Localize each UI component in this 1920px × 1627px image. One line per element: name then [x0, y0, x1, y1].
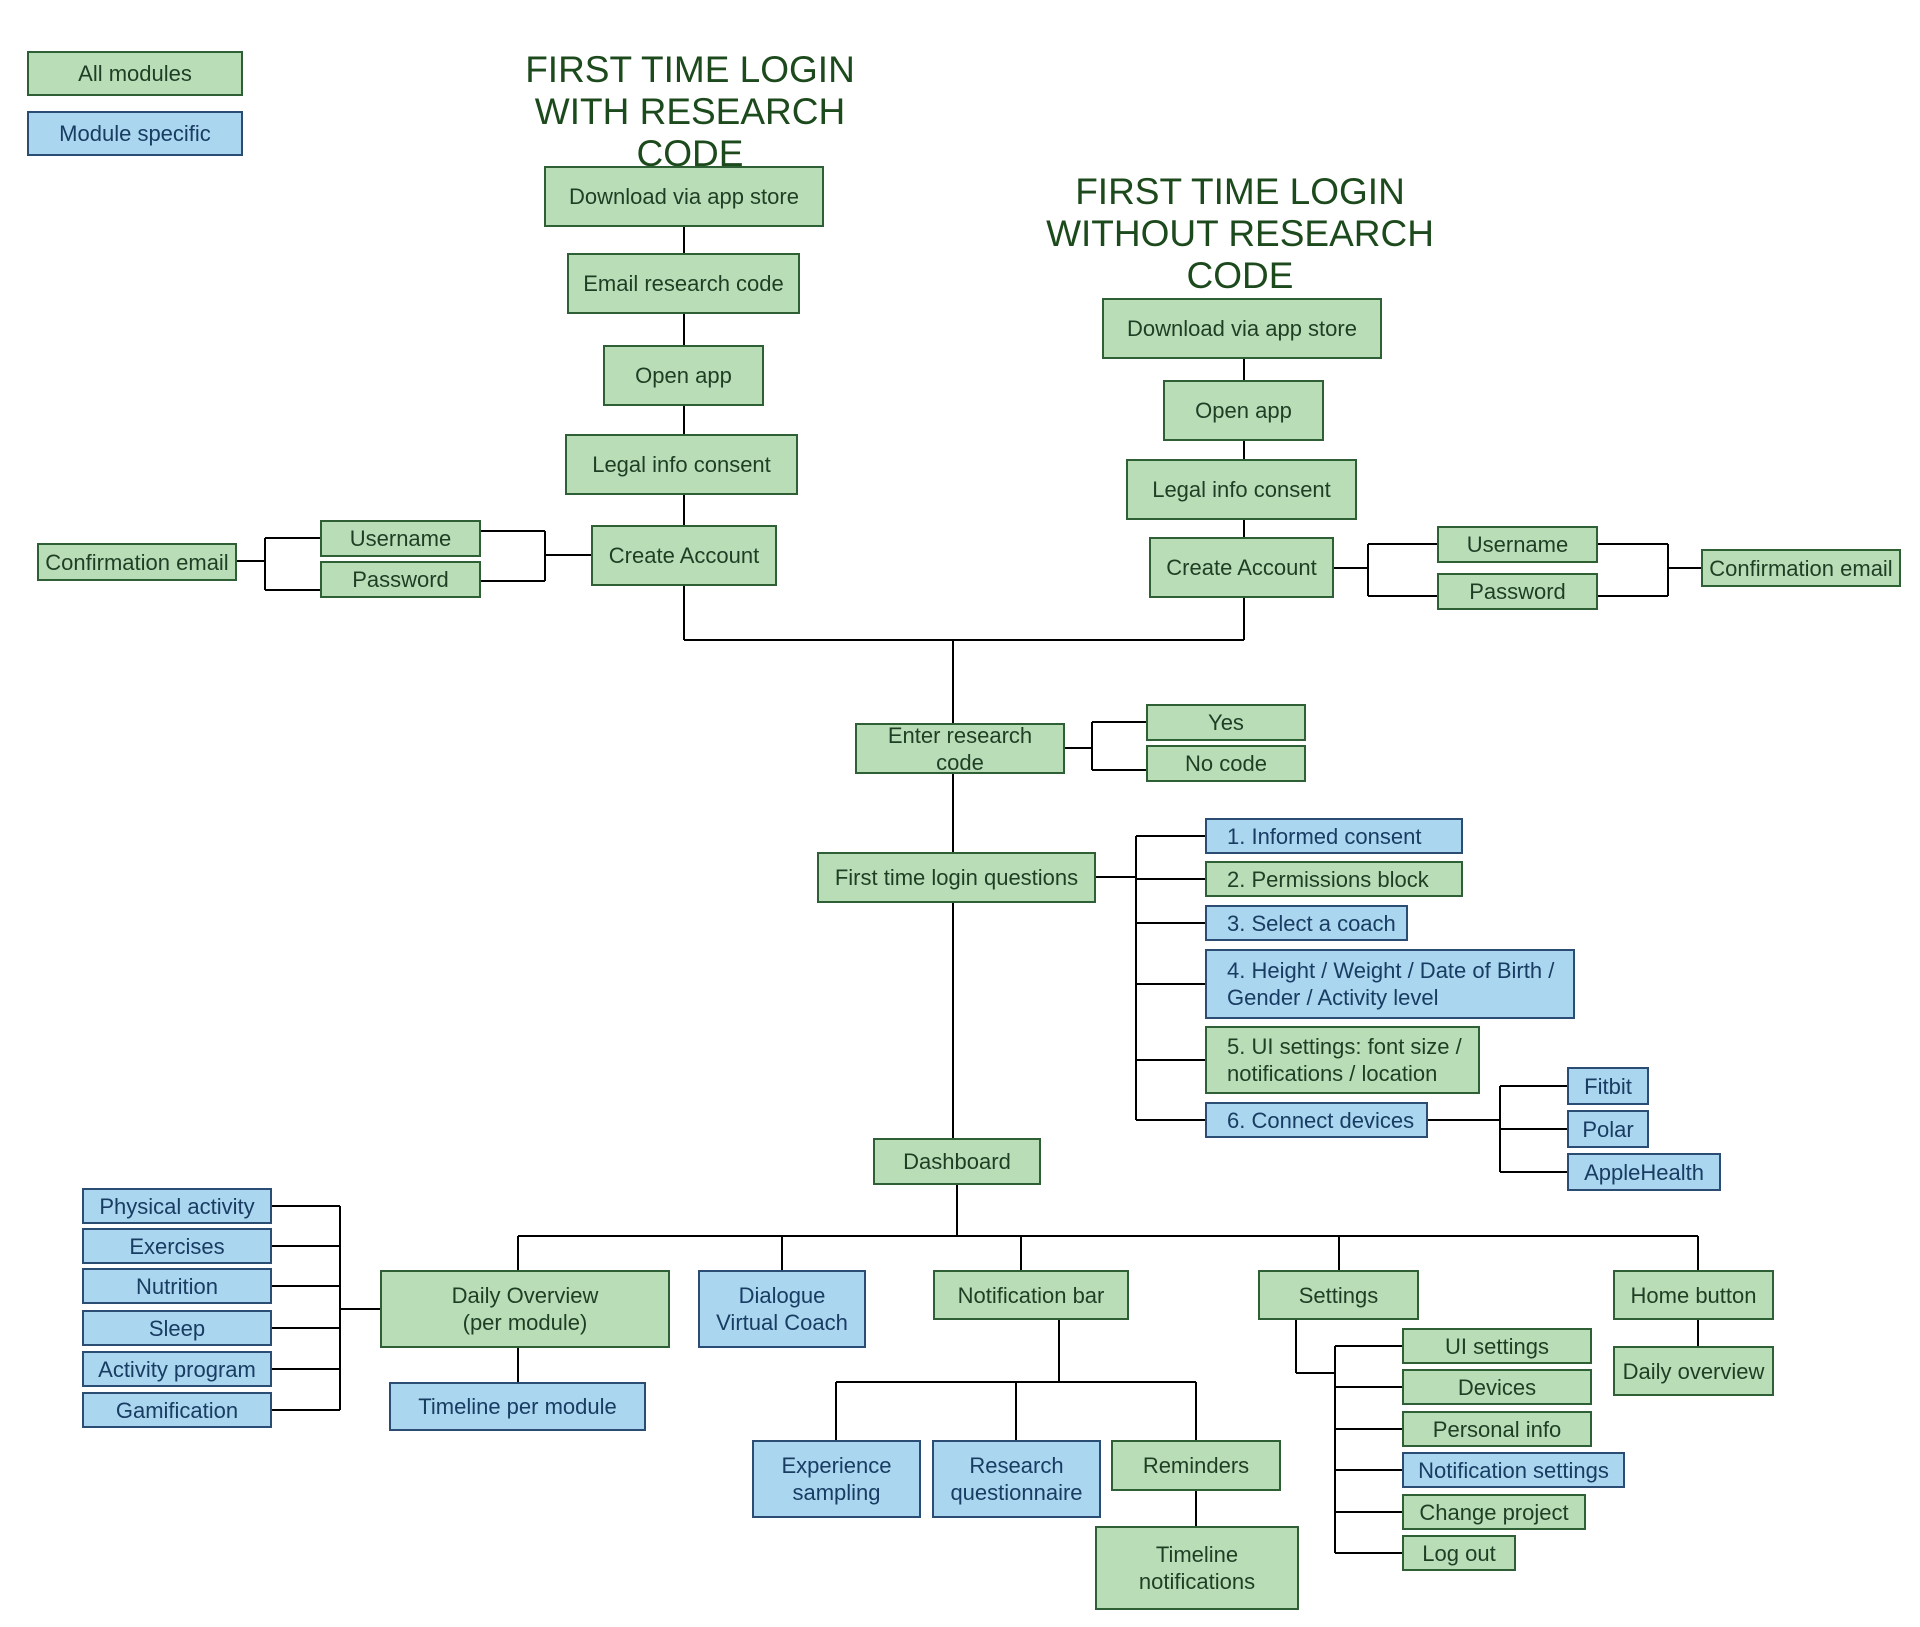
timeline-per-module-box: Timeline per module — [389, 1382, 646, 1431]
daily-overview-box: Daily Overview (per module) — [380, 1270, 670, 1348]
settings-item: Devices — [1402, 1369, 1592, 1405]
module-item: Nutrition — [82, 1268, 272, 1304]
timeline-notifications-box: Timeline notifications — [1095, 1526, 1299, 1610]
wc-username-box: Username — [320, 520, 481, 557]
dashboard-box: Dashboard — [873, 1138, 1041, 1185]
nc-password-box: Password — [1437, 573, 1598, 610]
yes-box: Yes — [1146, 704, 1306, 741]
wc-download-box: Download via app store — [544, 166, 824, 227]
settings-box: Settings — [1258, 1270, 1419, 1320]
settings-item: Personal info — [1402, 1411, 1592, 1447]
question-select-coach: 3. Select a coach — [1205, 905, 1408, 941]
question-ui-settings: 5. UI settings: font size / notification… — [1205, 1026, 1480, 1094]
device-polar: Polar — [1567, 1110, 1649, 1148]
notification-bar-box: Notification bar — [933, 1270, 1129, 1320]
nc-username-box: Username — [1437, 526, 1598, 563]
settings-item: UI settings — [1402, 1328, 1592, 1364]
wc-email-code-box: Email research code — [567, 253, 800, 314]
question-height-weight: 4. Height / Weight / Date of Birth / Gen… — [1205, 949, 1575, 1019]
nc-confirmation-email-box: Confirmation email — [1701, 549, 1901, 587]
settings-item: Log out — [1402, 1535, 1516, 1571]
legend-all-modules: All modules — [27, 51, 243, 96]
question-informed-consent: 1. Informed consent — [1205, 818, 1463, 854]
wc-confirmation-email-box: Confirmation email — [37, 543, 237, 581]
first-login-questions-box: First time login questions — [817, 852, 1096, 903]
module-item: Sleep — [82, 1310, 272, 1346]
question-connect-devices: 6. Connect devices — [1205, 1102, 1428, 1138]
reminders-box: Reminders — [1111, 1440, 1281, 1491]
question-permissions-block: 2. Permissions block — [1205, 861, 1463, 897]
module-item: Activity program — [82, 1351, 272, 1387]
settings-item: Change project — [1402, 1494, 1586, 1530]
dialogue-virtual-coach-box: Dialogue Virtual Coach — [698, 1270, 866, 1348]
module-item: Physical activity — [82, 1188, 272, 1224]
home-daily-overview-box: Daily overview — [1613, 1346, 1774, 1396]
enter-research-code-box: Enter research code — [855, 723, 1065, 775]
wc-legal-box: Legal info consent — [565, 434, 798, 495]
experience-sampling-box: Experience sampling — [752, 1440, 921, 1518]
no-code-box: No code — [1146, 745, 1306, 782]
device-applehealth: AppleHealth — [1567, 1153, 1721, 1191]
module-item: Exercises — [82, 1228, 272, 1264]
nc-open-app-box: Open app — [1163, 380, 1324, 441]
research-questionnaire-box: Research questionnaire — [932, 1440, 1101, 1518]
wc-create-account-box: Create Account — [591, 525, 777, 586]
nc-create-account-box: Create Account — [1149, 537, 1334, 598]
nc-legal-box: Legal info consent — [1126, 459, 1357, 520]
settings-item: Notification settings — [1402, 1452, 1625, 1488]
wc-open-app-box: Open app — [603, 345, 764, 406]
module-item: Gamification — [82, 1392, 272, 1428]
legend-module-specific: Module specific — [27, 111, 243, 156]
device-fitbit: Fitbit — [1567, 1067, 1649, 1105]
title-without-research-code: FIRST TIME LOGIN WITHOUT RESEARCH CODE — [1046, 171, 1434, 296]
wc-password-box: Password — [320, 561, 481, 598]
nc-download-box: Download via app store — [1102, 298, 1382, 359]
title-with-research-code: FIRST TIME LOGIN WITH RESEARCH CODE — [525, 49, 855, 174]
home-button-box: Home button — [1613, 1270, 1774, 1320]
